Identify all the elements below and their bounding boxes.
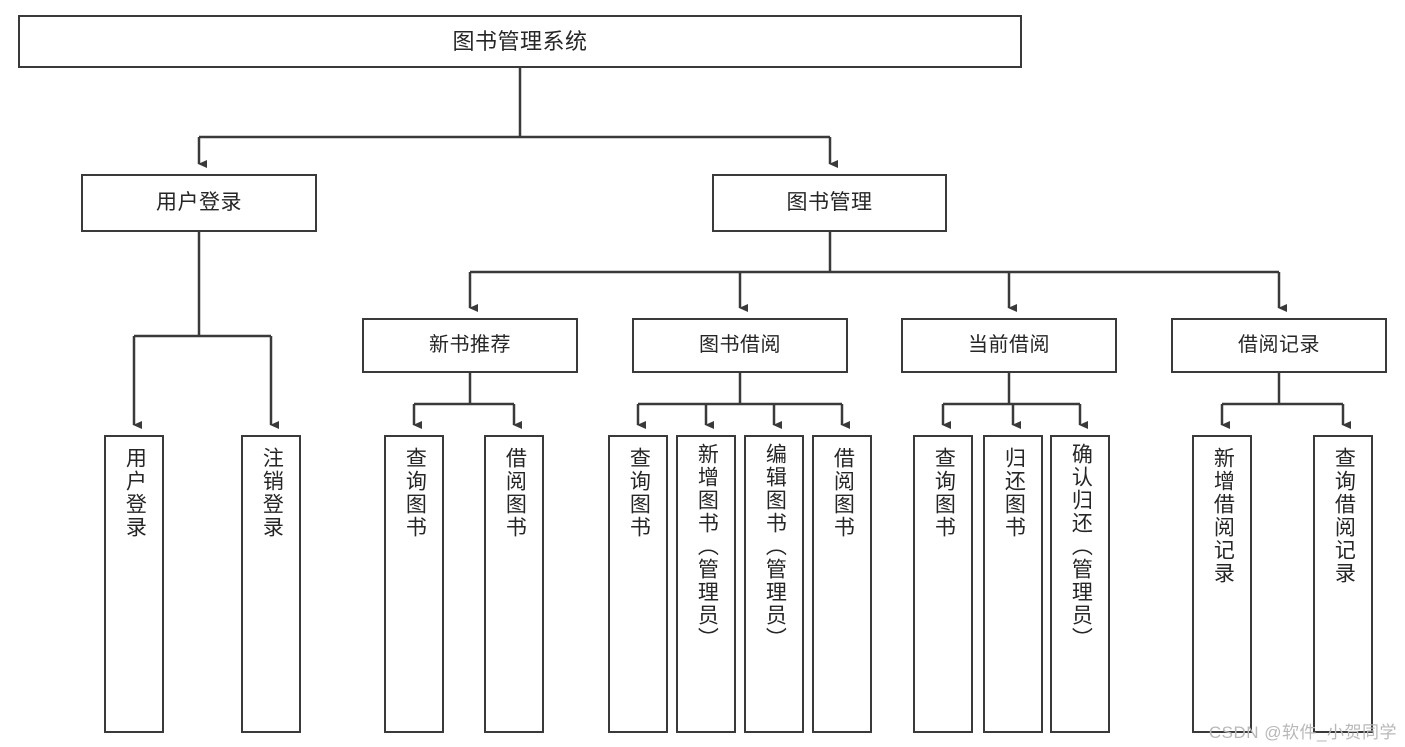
- node-leaf-user-logout-label: 注销登录: [260, 447, 284, 539]
- node-root-system[interactable]: 图书管理系统: [18, 15, 1022, 68]
- node-leaf-query-book-borrow-label: 查询图书: [627, 447, 651, 539]
- node-book-manage[interactable]: 图书管理: [712, 174, 947, 232]
- node-leaf-user-login[interactable]: 用户登录: [104, 435, 164, 733]
- node-book-borrow-label: 图书借阅: [699, 334, 781, 356]
- node-leaf-query-book-borrow[interactable]: 查询图书: [608, 435, 668, 733]
- node-leaf-confirm-return-admin[interactable]: 确认归还（管理员）: [1050, 435, 1110, 733]
- node-leaf-user-login-label: 用户登录: [123, 447, 147, 539]
- node-new-book-recommend-label: 新书推荐: [429, 334, 511, 356]
- node-leaf-borrow-book[interactable]: 借阅图书: [812, 435, 872, 733]
- node-leaf-add-borrow-record-label: 新增借阅记录: [1211, 447, 1235, 585]
- node-leaf-edit-book-admin-label: 编辑图书（管理员）: [763, 443, 787, 650]
- node-leaf-query-book-new[interactable]: 查询图书: [384, 435, 444, 733]
- node-borrow-record[interactable]: 借阅记录: [1171, 318, 1387, 373]
- node-leaf-borrow-book-label: 借阅图书: [831, 447, 855, 539]
- node-current-borrow[interactable]: 当前借阅: [901, 318, 1117, 373]
- node-leaf-add-book-admin-label: 新增图书（管理员）: [695, 443, 719, 650]
- node-leaf-add-borrow-record[interactable]: 新增借阅记录: [1192, 435, 1252, 733]
- node-leaf-query-book-current-label: 查询图书: [932, 447, 956, 539]
- node-leaf-borrow-book-new[interactable]: 借阅图书: [484, 435, 544, 733]
- node-leaf-query-borrow-record-label: 查询借阅记录: [1332, 447, 1356, 585]
- node-leaf-query-book-current[interactable]: 查询图书: [913, 435, 973, 733]
- node-user-login[interactable]: 用户登录: [81, 174, 317, 232]
- node-leaf-query-book-new-label: 查询图书: [403, 447, 427, 539]
- node-leaf-query-borrow-record[interactable]: 查询借阅记录: [1313, 435, 1373, 733]
- node-new-book-recommend[interactable]: 新书推荐: [362, 318, 578, 373]
- node-leaf-borrow-book-new-label: 借阅图书: [503, 447, 527, 539]
- node-borrow-record-label: 借阅记录: [1238, 334, 1320, 356]
- node-user-login-label: 用户登录: [156, 190, 242, 214]
- node-current-borrow-label: 当前借阅: [968, 334, 1050, 356]
- node-book-borrow[interactable]: 图书借阅: [632, 318, 848, 373]
- node-leaf-confirm-return-admin-label: 确认归还（管理员）: [1069, 443, 1093, 650]
- node-leaf-user-logout[interactable]: 注销登录: [241, 435, 301, 733]
- node-leaf-return-book[interactable]: 归还图书: [983, 435, 1043, 733]
- node-leaf-return-book-label: 归还图书: [1002, 447, 1026, 539]
- node-book-manage-label: 图书管理: [786, 190, 873, 214]
- node-leaf-add-book-admin[interactable]: 新增图书（管理员）: [676, 435, 736, 733]
- csdn-watermark: CSDN @软件_小贺同学: [1208, 723, 1397, 742]
- node-root-label: 图书管理系统: [452, 28, 588, 54]
- node-leaf-edit-book-admin[interactable]: 编辑图书（管理员）: [744, 435, 804, 733]
